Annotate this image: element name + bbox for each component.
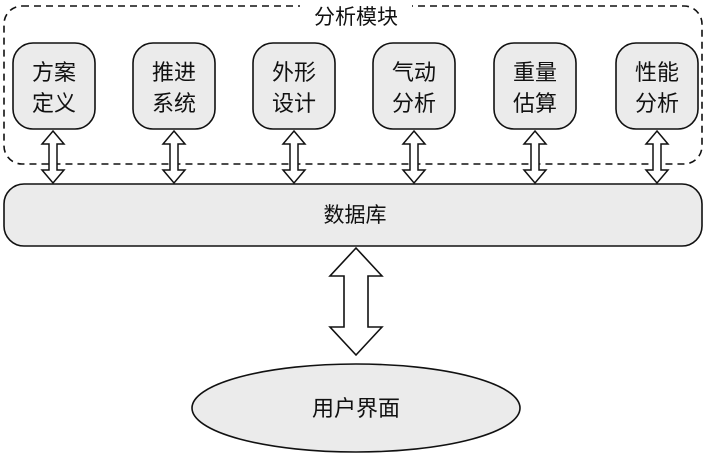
module-box-3-shape: [252, 42, 336, 130]
module-box-6-shape: [615, 42, 699, 130]
module-box-4-shape: [372, 42, 456, 130]
database-label: 数据库: [324, 203, 387, 227]
group-title-mask: [300, 0, 412, 24]
module-box-3-line1: 外形: [272, 61, 316, 86]
module-box-2-line1: 推进: [152, 61, 196, 86]
module-box-1-line1: 方案: [32, 61, 76, 86]
module-db-arrow-5: [522, 129, 548, 185]
module-db-arrow-3: [281, 129, 307, 185]
module-box-6: 性能 分析: [615, 42, 699, 130]
user-interface-label: 用户界面: [312, 397, 400, 422]
module-box-5: 重量 估算: [493, 42, 577, 130]
module-box-5-line1: 重量: [513, 61, 557, 86]
db-ui-arrow: [328, 246, 384, 357]
module-box-4: 气动 分析: [372, 42, 456, 130]
analysis-module-group: [3, 5, 703, 165]
module-box-1-shape: [12, 42, 96, 130]
group-title: 分析模块: [314, 5, 398, 29]
module-db-arrow-6: [644, 129, 670, 185]
module-box-3-line2: 设计: [272, 92, 316, 117]
module-db-arrow-4: [401, 129, 427, 185]
module-db-arrow-2: [161, 129, 187, 185]
module-box-5-line2: 估算: [513, 92, 557, 117]
user-interface-ellipse: [191, 363, 521, 453]
module-box-5-shape: [493, 42, 577, 130]
module-box-6-line1: 性能: [635, 61, 679, 86]
database-box: [3, 183, 703, 247]
module-box-6-line2: 分析: [635, 92, 679, 117]
module-box-2-shape: [132, 42, 216, 130]
module-box-1: 方案 定义: [12, 42, 96, 130]
module-box-4-line2: 分析: [392, 92, 436, 117]
module-box-2-line2: 系统: [152, 92, 196, 117]
module-box-3: 外形 设计: [252, 42, 336, 130]
module-db-arrow-1: [40, 129, 66, 185]
module-box-4-line1: 气动: [392, 61, 436, 86]
module-box-2: 推进 系统: [132, 42, 216, 130]
module-box-1-line2: 定义: [32, 92, 76, 117]
